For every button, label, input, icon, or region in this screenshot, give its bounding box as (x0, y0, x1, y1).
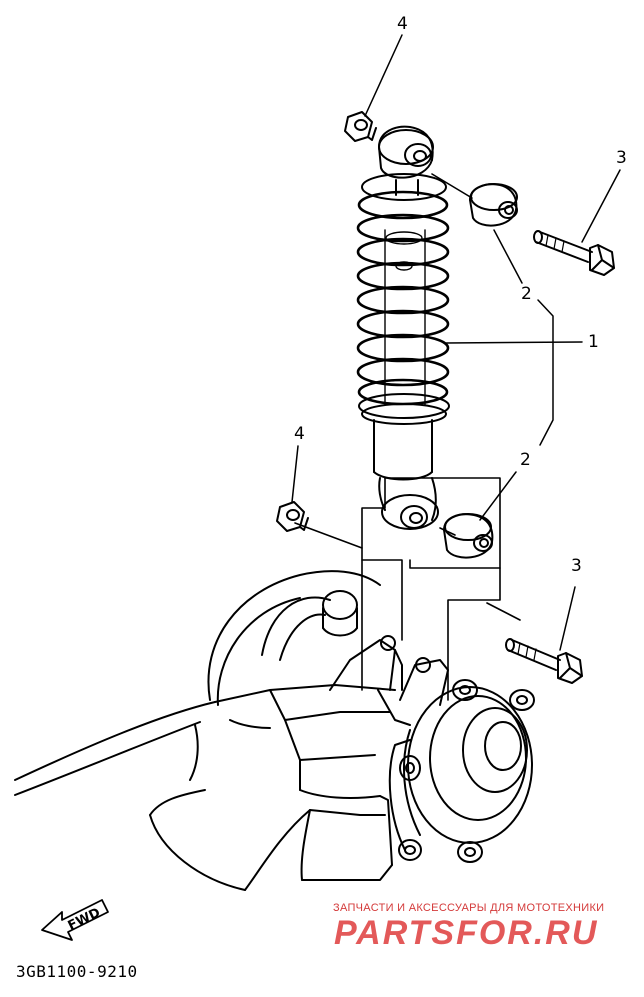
assembly-guide-lines (294, 173, 521, 701)
fwd-arrow-icon (41, 899, 109, 941)
coil-spring (356, 190, 450, 406)
upper-bushing (469, 183, 518, 227)
shock-absorber (356, 125, 450, 530)
lower-bushing (443, 513, 494, 559)
upper-bolt (533, 230, 615, 276)
lower-bolt (505, 638, 583, 684)
lower-nut (276, 501, 309, 532)
callout-4-lower: 4 (294, 424, 305, 444)
swing-arm-housing (14, 570, 535, 891)
drawing-code: 3GB1100-9210 (16, 962, 138, 981)
callout-4-upper: 4 (397, 14, 408, 34)
watermark-logo: PARTSFOR.RU (334, 914, 599, 952)
callout-1: 1 (588, 332, 599, 352)
leader-lines (291, 34, 621, 651)
callout-2-lower: 2 (520, 450, 531, 470)
callout-3-lower: 3 (571, 556, 582, 576)
watermark-tagline: ЗАПЧАСТИ И АКСЕССУАРЫ ДЛЯ МОТОТЕХНИКИ (333, 902, 605, 914)
callout-2-upper: 2 (521, 284, 532, 304)
callout-3-upper: 3 (616, 148, 627, 168)
upper-nut (344, 111, 377, 142)
